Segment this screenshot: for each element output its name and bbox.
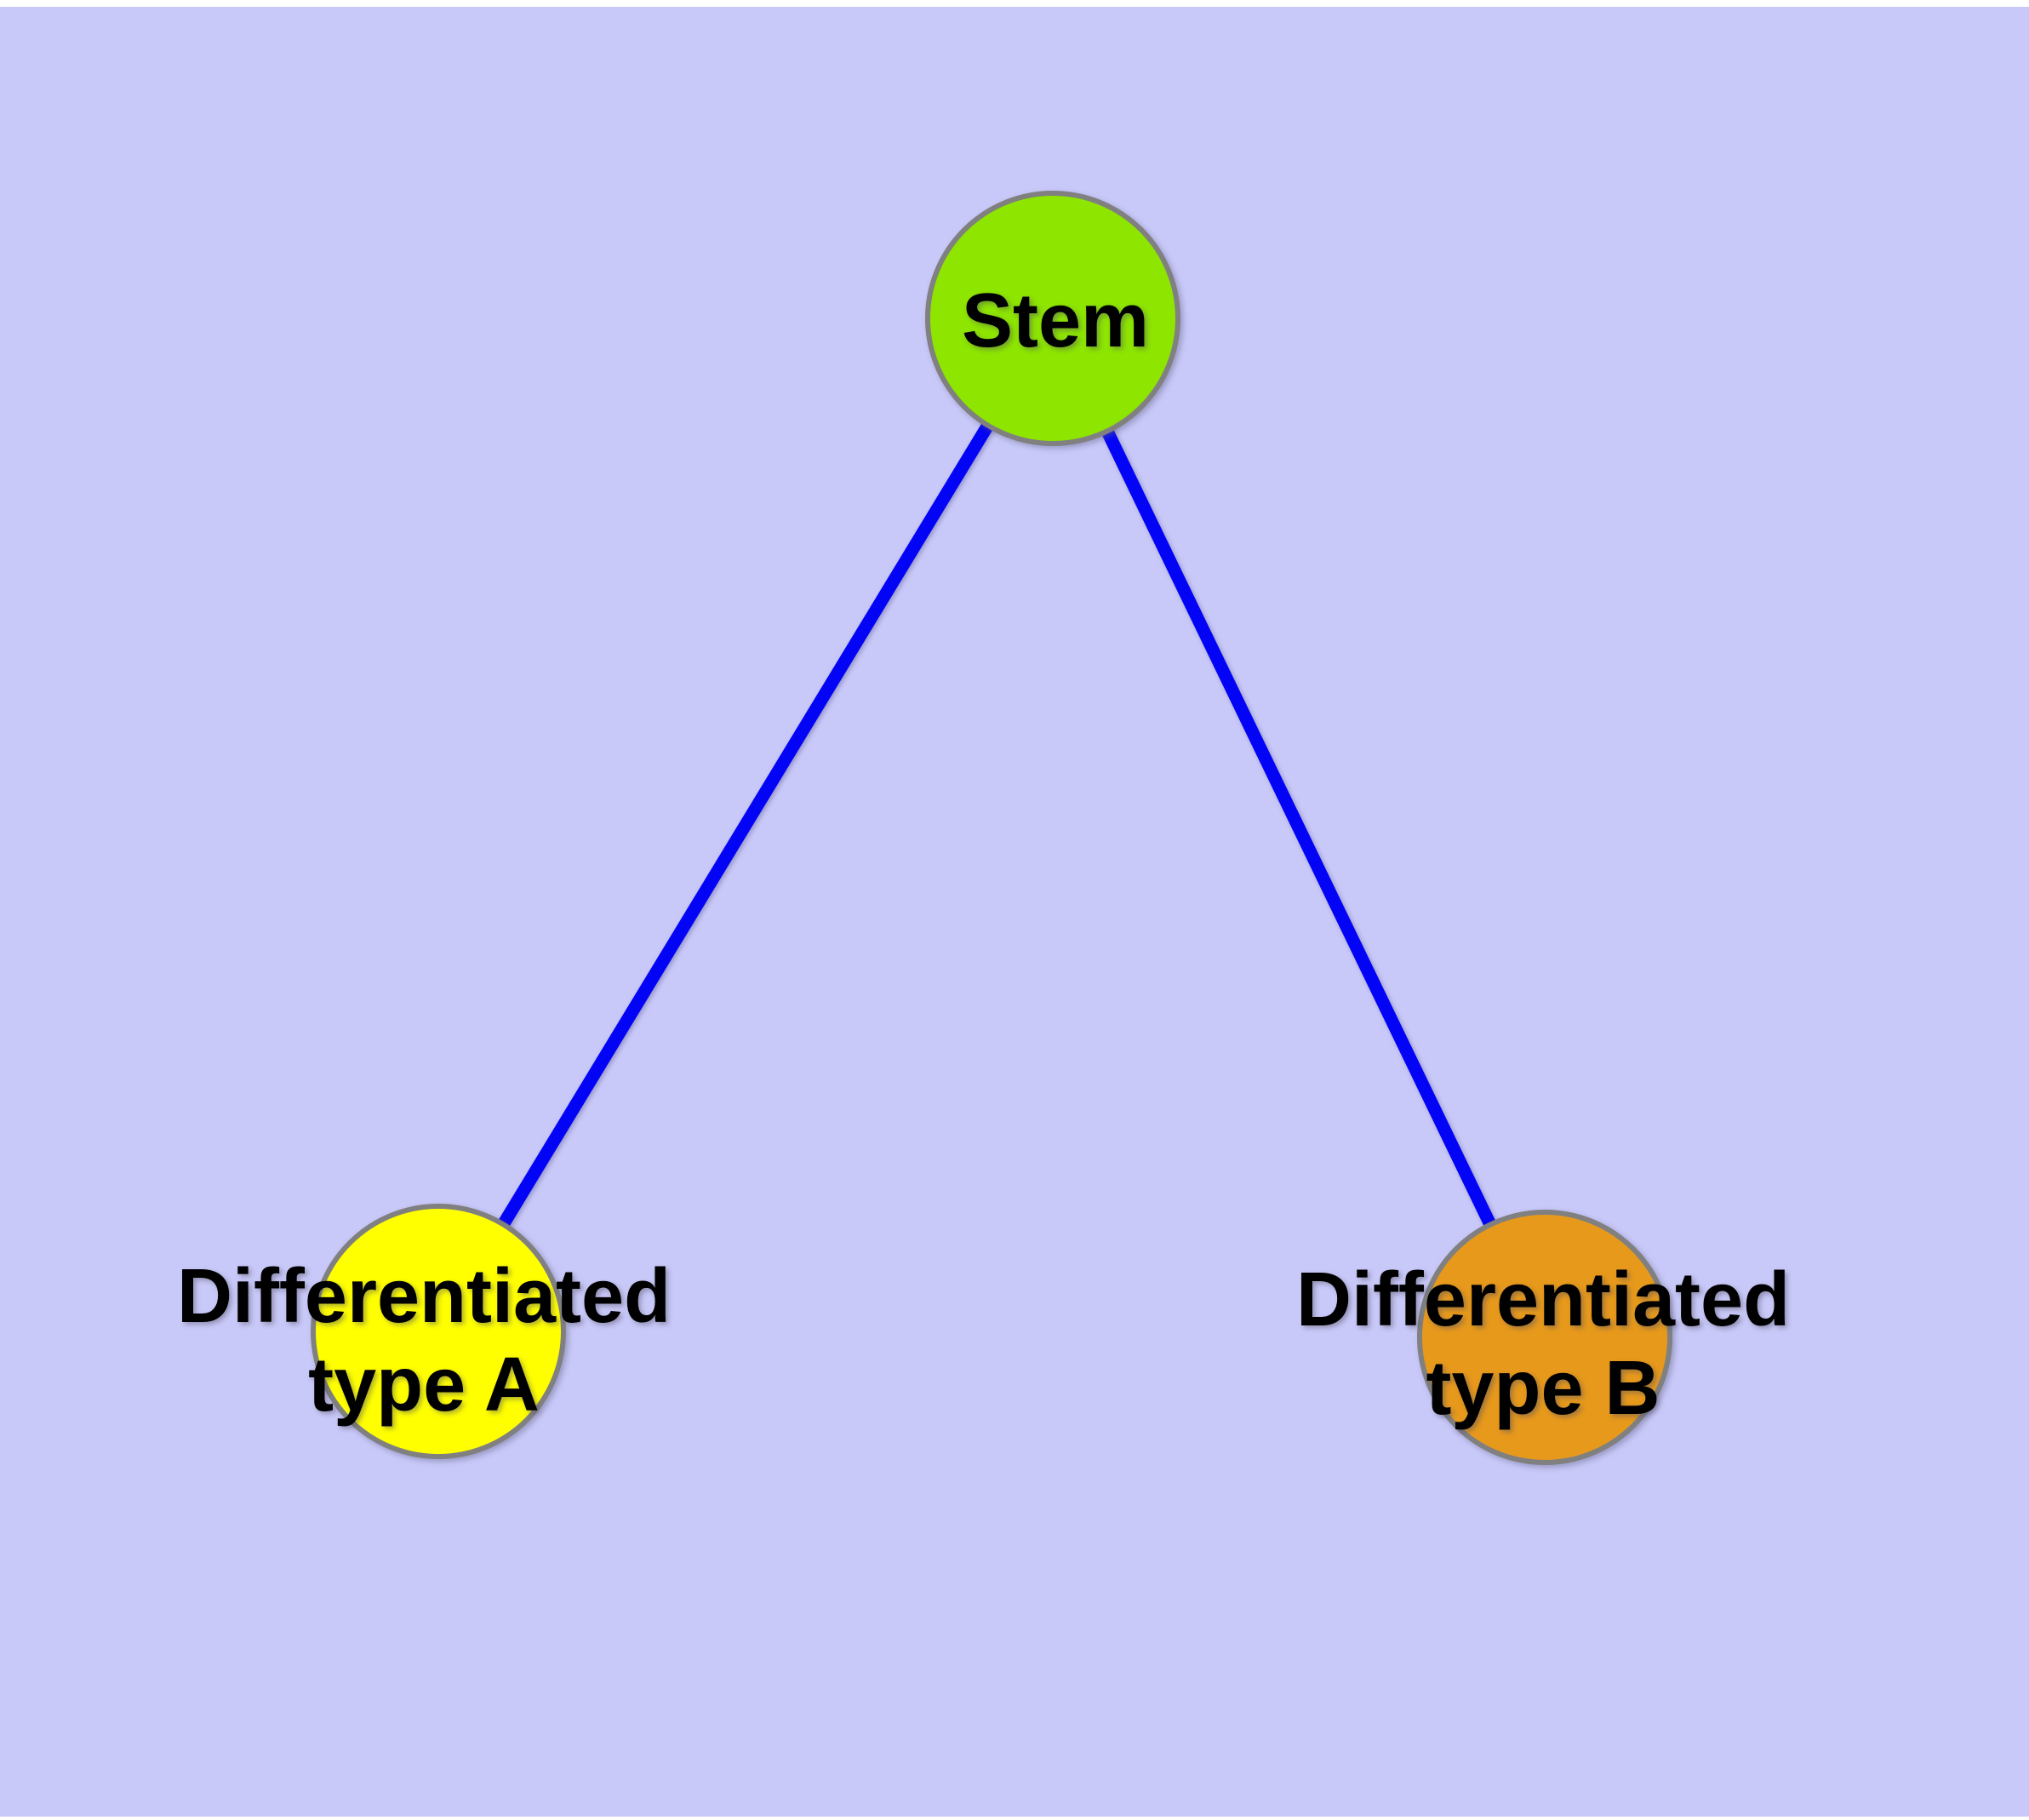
node-differentiated-type-b[interactable]	[1417, 1210, 1672, 1465]
node-type-a-label-line1: Differentiated	[176, 1254, 672, 1339]
page-margin-top	[0, 0, 2029, 7]
node-stem-label-text: Stem	[961, 278, 1150, 363]
node-stem[interactable]	[925, 191, 1180, 446]
node-type-a-label-line2: type A	[308, 1342, 540, 1428]
edge-stem-to-type-b	[1047, 315, 1551, 1341]
node-type-a-label: Differentiated type A	[177, 1252, 671, 1429]
node-stem-label: Stem	[962, 277, 1149, 365]
edge-stem-to-type-a	[432, 315, 1059, 1335]
node-type-b-label-line2: type B	[1426, 1346, 1660, 1431]
node-differentiated-type-a[interactable]	[311, 1204, 566, 1459]
node-type-b-label-line1: Differentiated	[1295, 1257, 1791, 1342]
node-type-b-label: Differentiated type B	[1296, 1256, 1790, 1433]
page-margin-bottom	[0, 1817, 2029, 1820]
